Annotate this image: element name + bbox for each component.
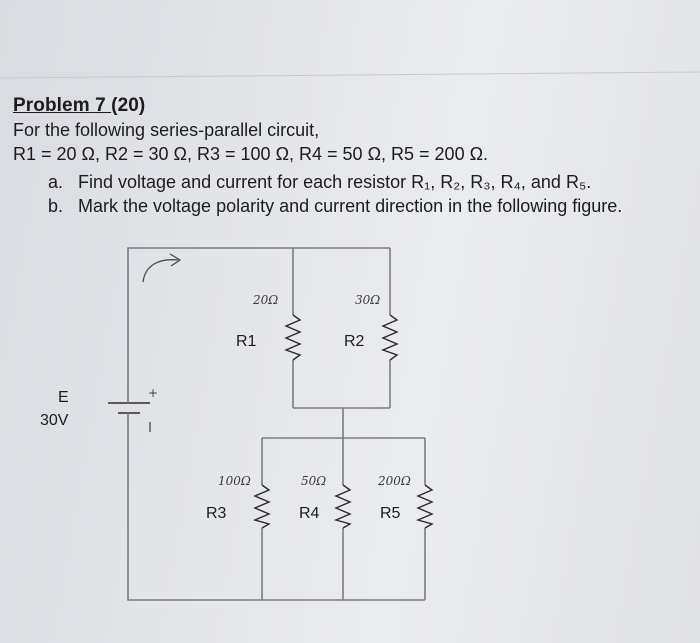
battery-symbol: [108, 385, 150, 425]
r4-label: R4: [299, 505, 320, 522]
problem-title: Problem 7 (20): [13, 95, 145, 117]
r5-handwritten-value: 200Ω: [377, 474, 411, 488]
r1-label: R1: [236, 333, 257, 350]
source-label: E: [58, 389, 69, 406]
battery-plus-sign: +: [148, 386, 158, 400]
paper-edge: [0, 71, 700, 79]
r3-handwritten-value: 100Ω: [218, 474, 251, 488]
problem-title-underlined: Problem 7: [13, 95, 111, 116]
r2-handwritten-value: 30Ω: [355, 293, 380, 307]
r2-label: R2: [344, 333, 365, 350]
wire-left-top: [127, 247, 293, 385]
r5-label: R5: [380, 505, 401, 522]
problem-intro: For the following series-parallel circui…: [13, 120, 320, 140]
source-value: 30V: [40, 412, 69, 429]
wire-bottom: [127, 425, 425, 601]
problem-title-prefix: Problem: [13, 95, 96, 116]
task-b: b. Mark the voltage polarity and current …: [48, 196, 622, 217]
r4-handwritten-value: 50Ω: [301, 474, 326, 488]
r3-label: R3: [206, 505, 227, 522]
current-arrowhead-icon: [169, 253, 182, 267]
problem-points: (20): [111, 95, 146, 116]
resistor-r3-zigzag: [252, 484, 271, 529]
task-b-letter: b.: [48, 196, 64, 216]
resistor-values: R1 = 20 Ω, R2 = 30 Ω, R3 = 100 Ω, R4 = 5…: [13, 144, 489, 164]
circuit-wires: [127, 247, 426, 601]
resistor-r1-zigzag: [284, 314, 302, 361]
task-a: a. Find voltage and current for each resi…: [48, 172, 591, 193]
task-b-text: Mark the voltage polarity and current di…: [78, 196, 623, 216]
task-a-text: Find voltage and current for each resist…: [78, 172, 592, 192]
resistor-r5-zigzag: [415, 484, 434, 529]
resistor-r4-zigzag: [333, 484, 352, 529]
problem-number: 7: [95, 95, 112, 116]
task-a-letter: a.: [48, 172, 64, 192]
current-arrow-icon: [142, 259, 179, 283]
r1-handwritten-value: 20Ω: [252, 293, 278, 307]
resistor-r2-zigzag: [381, 314, 399, 361]
